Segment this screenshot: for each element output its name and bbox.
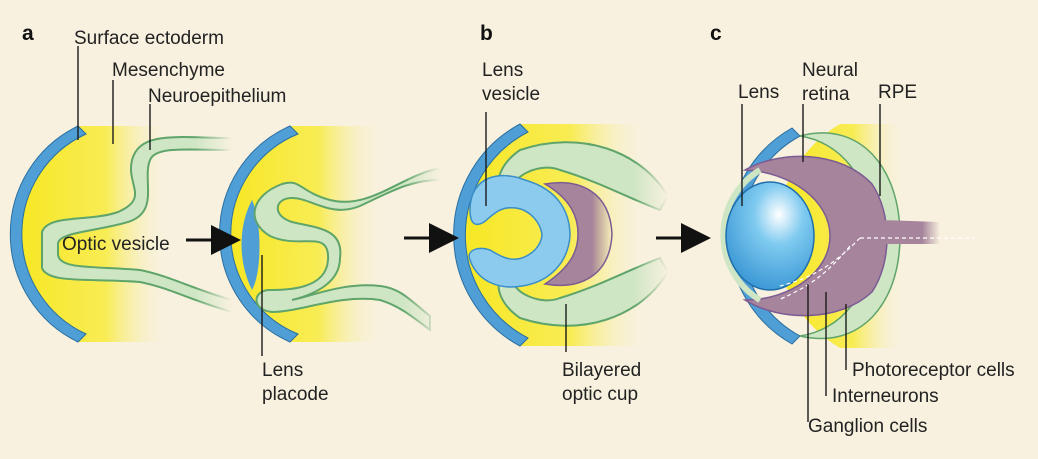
lens-vesicle-shape — [468, 174, 571, 288]
neuroepithelium-a2 — [253, 166, 441, 333]
interneuron-dashed — [777, 245, 851, 301]
label-lens-vesicle-line2: vesicle — [482, 84, 540, 105]
label-photoreceptor: Photoreceptor cells — [852, 360, 1015, 381]
label-surface-ectoderm: Surface ectoderm — [74, 28, 224, 49]
neural-retina-b — [542, 182, 613, 286]
lens-c — [725, 181, 815, 291]
label-ganglion: Ganglion cells — [808, 416, 927, 437]
label-neural-retina-line2: retina — [802, 84, 850, 105]
stage-a-optic-vesicle — [9, 125, 233, 343]
label-lens-placode-line1: Lens — [262, 360, 303, 381]
label-lens-placode-line2: placode — [262, 384, 329, 405]
ectoderm-layer-a — [9, 125, 87, 343]
neural-retina-c — [742, 155, 888, 317]
panel-letter-c: c — [710, 22, 722, 45]
panel-letter-b: b — [480, 22, 493, 45]
stage-a-lens-placode — [219, 125, 441, 343]
panel-letter-a: a — [22, 22, 34, 45]
label-optic-vesicle: Optic vesicle — [62, 234, 170, 255]
label-mesenchyme: Mesenchyme — [112, 60, 225, 81]
optic-nerve — [880, 220, 940, 244]
ganglion-dashed — [779, 237, 861, 287]
label-lens-vesicle-line1: Lens — [482, 60, 523, 81]
placode-thickening — [241, 200, 260, 290]
stage-c-mature-eye — [720, 124, 975, 348]
label-neuroepithelium: Neuroepithelium — [148, 86, 286, 107]
cornea-layer — [720, 167, 762, 303]
label-bilayered-line1: Bilayered — [562, 360, 641, 381]
label-bilayered-line2: optic cup — [562, 384, 638, 405]
neuroepithelium-a — [41, 136, 233, 314]
label-lens: Lens — [738, 82, 779, 103]
stage-b-optic-cup — [453, 123, 670, 347]
label-interneurons: Interneurons — [832, 386, 939, 407]
label-neural-retina-line1: Neural — [802, 60, 858, 81]
label-rpe: RPE — [878, 82, 917, 103]
mesenchyme-region-a — [10, 126, 170, 342]
ectoderm-layer-a2 — [219, 125, 299, 343]
